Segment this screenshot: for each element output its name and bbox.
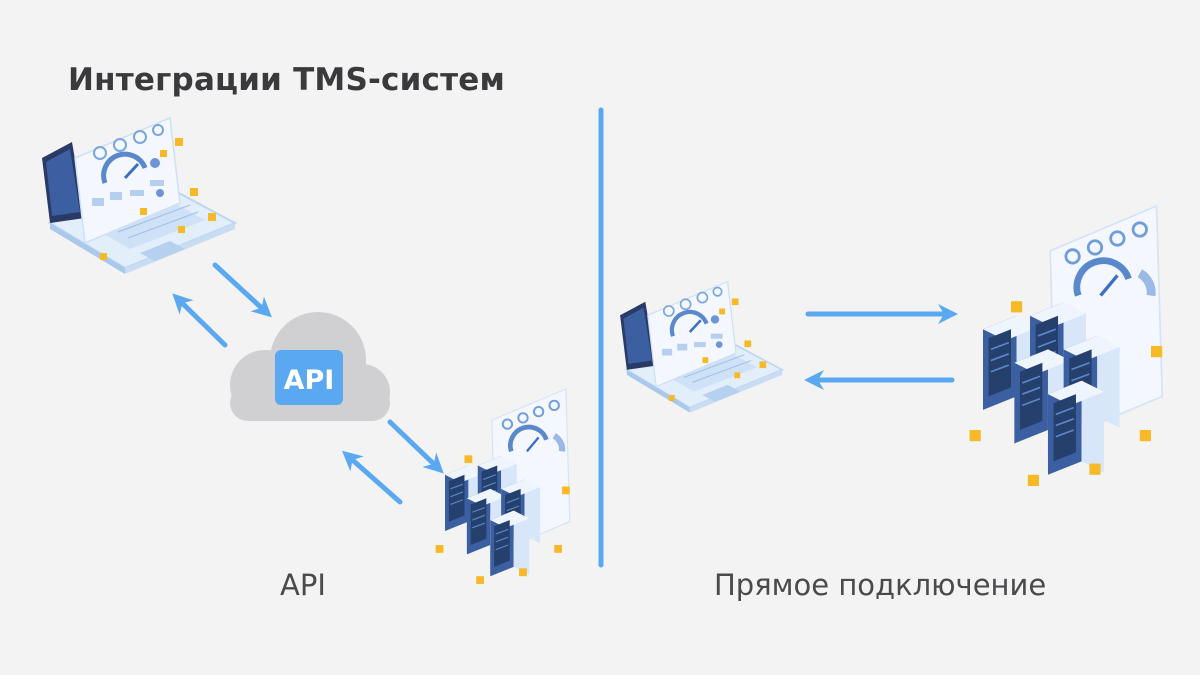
arrow-icon bbox=[342, 450, 403, 505]
api-badge-label: API bbox=[284, 365, 335, 396]
api-badge bbox=[275, 350, 343, 405]
page-title: Интеграции TMS-систем bbox=[68, 62, 506, 98]
arrow-icon bbox=[172, 293, 228, 348]
server-rack-icon bbox=[436, 389, 570, 584]
laptop-icon bbox=[42, 118, 235, 274]
caption-direct-connection: Прямое подключение bbox=[714, 568, 1047, 602]
server-rack-icon bbox=[970, 206, 1163, 486]
arrow-icon bbox=[212, 262, 272, 318]
laptop-icon bbox=[620, 282, 782, 413]
arrow-icon bbox=[387, 419, 444, 474]
caption-api: API bbox=[280, 568, 326, 602]
